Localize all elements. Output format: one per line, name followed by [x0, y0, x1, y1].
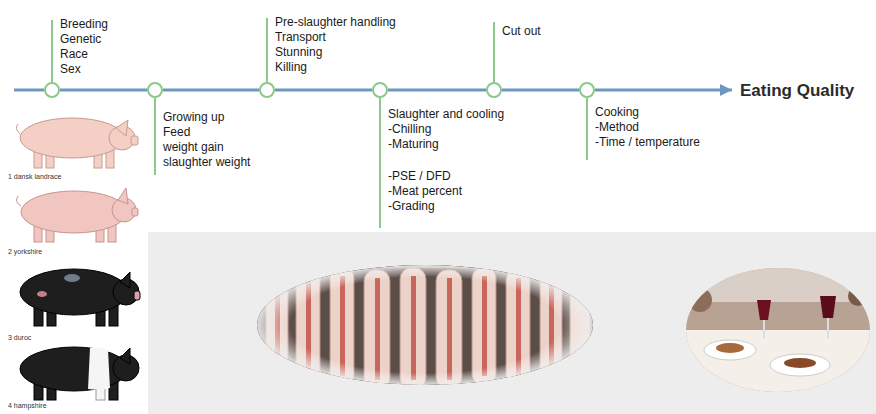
stage-item: -Time / temperature	[595, 135, 700, 150]
dining-photo	[680, 262, 876, 402]
pig-ear	[120, 348, 130, 364]
pig-ear	[118, 188, 128, 204]
stage-heading: Cut out	[502, 24, 541, 39]
stage-text: Slaughter and cooling-Chilling-Maturing -…	[388, 107, 504, 214]
stage-item: slaughter weight	[163, 155, 250, 170]
grey-ground	[148, 232, 876, 414]
pig-picture	[17, 188, 138, 242]
pig-ear	[120, 272, 130, 288]
glass-stem	[827, 318, 829, 338]
timeline-stop: Cut out	[486, 82, 502, 98]
timeline-connector	[388, 89, 486, 92]
stem-line	[266, 18, 268, 82]
pig-tail	[16, 124, 20, 134]
pig-tail	[17, 196, 21, 206]
wine-glass	[757, 300, 771, 320]
stem-line	[379, 98, 381, 228]
stage-item: Genetic	[60, 32, 108, 47]
food	[716, 343, 744, 353]
breed-caption: 3 duroc	[8, 333, 31, 342]
timeline-stop: Slaughter and cooling-Chilling-Maturing-…	[372, 82, 388, 98]
stage-heading: Cooking	[595, 105, 700, 120]
pig-snout	[131, 136, 138, 145]
stage-heading: Pre-slaughter handling	[275, 15, 396, 30]
stage-item: Race	[60, 47, 108, 62]
stage-item: Feed	[163, 125, 250, 140]
carcass-photo	[250, 260, 600, 390]
stem-line	[493, 22, 495, 82]
timeline-connector	[275, 89, 372, 92]
timeline-stop: Pre-slaughter handlingTransportStunningK…	[259, 82, 275, 98]
outcome-box: Eating Quality	[740, 80, 854, 101]
stage-item: -PSE / DFD	[388, 169, 504, 184]
pig-ear	[116, 120, 128, 136]
glass-stem	[763, 320, 765, 338]
stage-text: Pre-slaughter handlingTransportStunningK…	[275, 15, 396, 75]
stage-item: -Chilling	[388, 122, 504, 137]
photo-ground	[680, 262, 876, 402]
stage-item: -Method	[595, 120, 700, 135]
timeline-line	[14, 89, 44, 92]
table-cloth	[680, 330, 876, 400]
photo-fade	[257, 265, 593, 385]
timeline-connector	[502, 89, 579, 92]
stage-item: Sex	[60, 62, 108, 77]
stage-text: Growing upFeedweight gainslaughter weigh…	[163, 110, 250, 170]
stage-heading: Breeding	[60, 17, 108, 32]
pig-picture	[20, 269, 140, 326]
guest	[688, 288, 712, 312]
stage-item: -Grading	[388, 199, 504, 214]
timeline-stop: Growing upFeedweight gainslaughter weigh…	[147, 82, 163, 98]
stage-heading: Slaughter and cooling	[388, 107, 504, 122]
breed-caption: 2 yorkshire	[8, 247, 42, 256]
guest	[848, 286, 868, 306]
breed-caption: 4 hampshire	[8, 401, 47, 410]
pig-sheen	[64, 274, 80, 282]
stem-line	[51, 20, 53, 82]
stem-line	[154, 98, 156, 175]
timeline-connector	[60, 89, 147, 92]
pig-body	[21, 191, 127, 233]
stage-heading: Growing up	[163, 110, 250, 125]
plate	[704, 340, 756, 360]
stage-item: -Meat percent	[388, 184, 504, 199]
breed-caption: 1 dansk landrace	[8, 172, 61, 181]
stems	[52, 18, 587, 228]
pig-snout	[132, 208, 138, 216]
stage-item: -Maturing	[388, 137, 504, 152]
stage-item: Killing	[275, 60, 396, 75]
stem-line	[586, 98, 588, 160]
stage-text: Cut out	[502, 24, 541, 39]
stage-item: Stunning	[275, 45, 396, 60]
food	[784, 358, 816, 368]
pig-body	[20, 269, 128, 315]
pig-picture	[16, 118, 138, 168]
stage-text: BreedingGeneticRaceSex	[60, 17, 108, 77]
stage-item: Transport	[275, 30, 396, 45]
timeline-stop: Cooking-Method-Time / temperature	[579, 82, 595, 98]
pig-body	[20, 118, 124, 158]
pig-spot	[37, 291, 47, 297]
stage-item: weight gain	[163, 140, 250, 155]
pig-band	[88, 348, 110, 390]
stage-heading: Eating Quality	[740, 80, 854, 101]
stage-text: Cooking-Method-Time / temperature	[595, 105, 700, 150]
timeline-connector	[163, 89, 259, 92]
plate	[770, 354, 830, 376]
wine-glass	[820, 296, 836, 318]
photo-ground	[250, 260, 600, 390]
timeline-connector	[595, 89, 732, 92]
pig-snout	[134, 291, 140, 300]
pig-body	[20, 347, 128, 391]
pig-picture	[20, 347, 139, 400]
timeline-stop: BreedingGeneticRaceSex	[44, 82, 60, 98]
